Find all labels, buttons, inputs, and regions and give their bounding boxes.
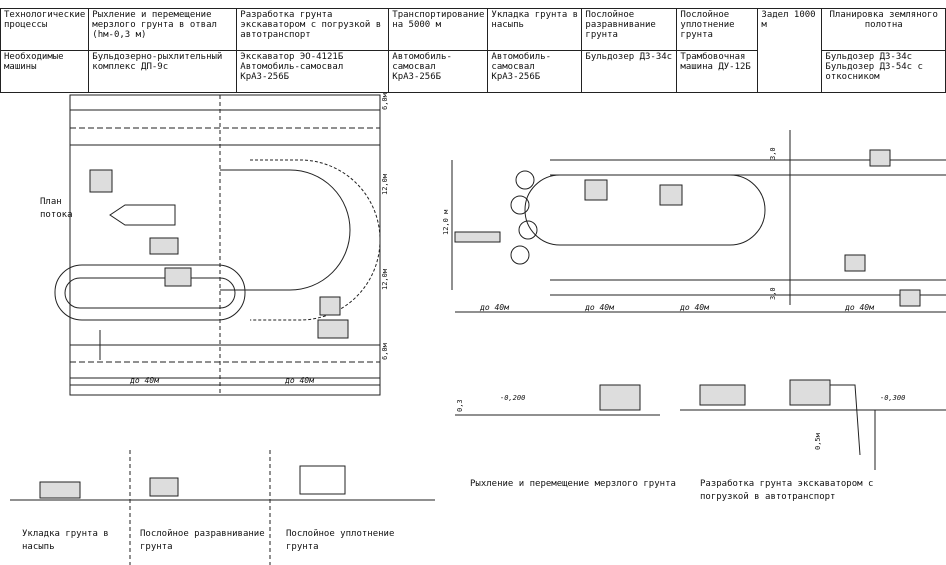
- excavator-icon: [789, 379, 831, 406]
- level-mark: -0,200: [500, 394, 525, 402]
- dim-40m: до 40м: [679, 303, 710, 312]
- truck-icon: [454, 231, 501, 243]
- machine-excavator: Экскаватор ЭО-4121Б Автомобиль-самосвал …: [236, 50, 390, 93]
- left-plan: 6,0м 12,0м 12,0м 6,0м до 40м до 40м: [54, 92, 389, 396]
- truck-icon: [149, 237, 179, 255]
- bulldozer-track: [54, 264, 246, 321]
- excavator-boom: [830, 384, 861, 456]
- machine-truck-1: Автомобиль-самосвал КрАЗ-256Б: [388, 50, 489, 93]
- machine-rammer: Трамбовочная машина ДУ-12Б: [676, 50, 759, 93]
- rammer-icon: [299, 465, 346, 495]
- dim-40m: до 40м: [284, 376, 315, 385]
- direction-arrow: [109, 204, 176, 226]
- right-plan: 12,0 м 3,0 3,0 до 40м до 40м до 40м до 4…: [442, 130, 946, 313]
- machine-dp9: Бульдозерно-рыхлительный комплекс ДП-9с: [88, 50, 238, 93]
- rammer-icon: [659, 184, 683, 206]
- row-label-processes: Технологические процессы: [0, 8, 90, 51]
- dim-40m: до 40м: [479, 303, 510, 312]
- bulldozer-icon: [869, 149, 891, 167]
- process-compaction: Послойное уплотнение грунта: [676, 8, 759, 51]
- depth-mark: 0,5м: [814, 432, 822, 450]
- excavator-track: [220, 169, 351, 291]
- sections: -0,200 0,3 -0,300 0,5м: [10, 379, 946, 565]
- dim-6m: 6,0м: [381, 342, 389, 360]
- depth-mark: 0,3: [456, 399, 464, 412]
- process-reserve: Задел 1000 м: [757, 8, 823, 93]
- bulldozer-icon: [584, 179, 608, 201]
- dim-40m: до 40м: [844, 303, 875, 312]
- dim-3m: 3,0: [769, 287, 777, 300]
- plan-boundary: [69, 94, 381, 396]
- caption-loosening: Рыхление и перемещение мерзлого грунта: [470, 479, 676, 489]
- dim-12m: 12,0 м: [442, 209, 450, 235]
- dim-40m: до 40м: [129, 376, 160, 385]
- dim-12m: 12,0м: [381, 268, 389, 290]
- process-table: Технологические процессы Рыхление и пере…: [0, 8, 946, 93]
- dim-40m: до 40м: [584, 303, 615, 312]
- ripper-bulldozer-icon: [599, 384, 641, 411]
- dump-truck-icon: [39, 481, 81, 499]
- bulldozer-icon: [899, 289, 921, 307]
- level-mark: -0,300: [880, 394, 905, 402]
- process-placing: Укладка грунта в насыпь: [487, 8, 583, 51]
- caption-compaction: Послойное уплотнение грунта: [286, 529, 395, 552]
- bulldozer-icon: [89, 169, 113, 193]
- dim-3m: 3,0: [769, 147, 777, 160]
- row-label-machines: Необходимые машины: [0, 50, 90, 93]
- process-leveling: Послойное разравнивание грунта: [581, 8, 678, 51]
- process-grading: Планировка земляного полотна: [821, 8, 946, 51]
- dim-12m: 12,0м: [381, 173, 389, 195]
- dim-6m: 6,0м: [381, 92, 389, 110]
- process-loosening: Рыхление и перемещение мерзлого грунта в…: [88, 8, 238, 51]
- plan-label: План потока: [40, 197, 73, 220]
- bulldozer-icon: [164, 267, 192, 287]
- caption-excavation: Разработка грунта экскаватором с погрузк…: [700, 479, 874, 502]
- truck-icon: [317, 319, 349, 339]
- machine-grading: Бульдозер ДЗ-34с Бульдозер ДЗ-54с с отко…: [821, 50, 946, 93]
- machine-bulldozer: Бульдозер ДЗ-34с: [581, 50, 678, 93]
- truck-icon: [699, 384, 746, 406]
- caption-leveling: Послойное разравнивание грунта: [140, 529, 265, 552]
- excavator-icon: [319, 296, 341, 316]
- caption-placing: Укладка грунта в насыпь: [22, 529, 109, 552]
- compaction-track: [524, 174, 766, 246]
- bulldozer-icon: [844, 254, 866, 272]
- bulldozer-icon: [149, 477, 179, 497]
- machine-truck-2: Автомобиль-самосвал КрАЗ-256Б: [487, 50, 583, 93]
